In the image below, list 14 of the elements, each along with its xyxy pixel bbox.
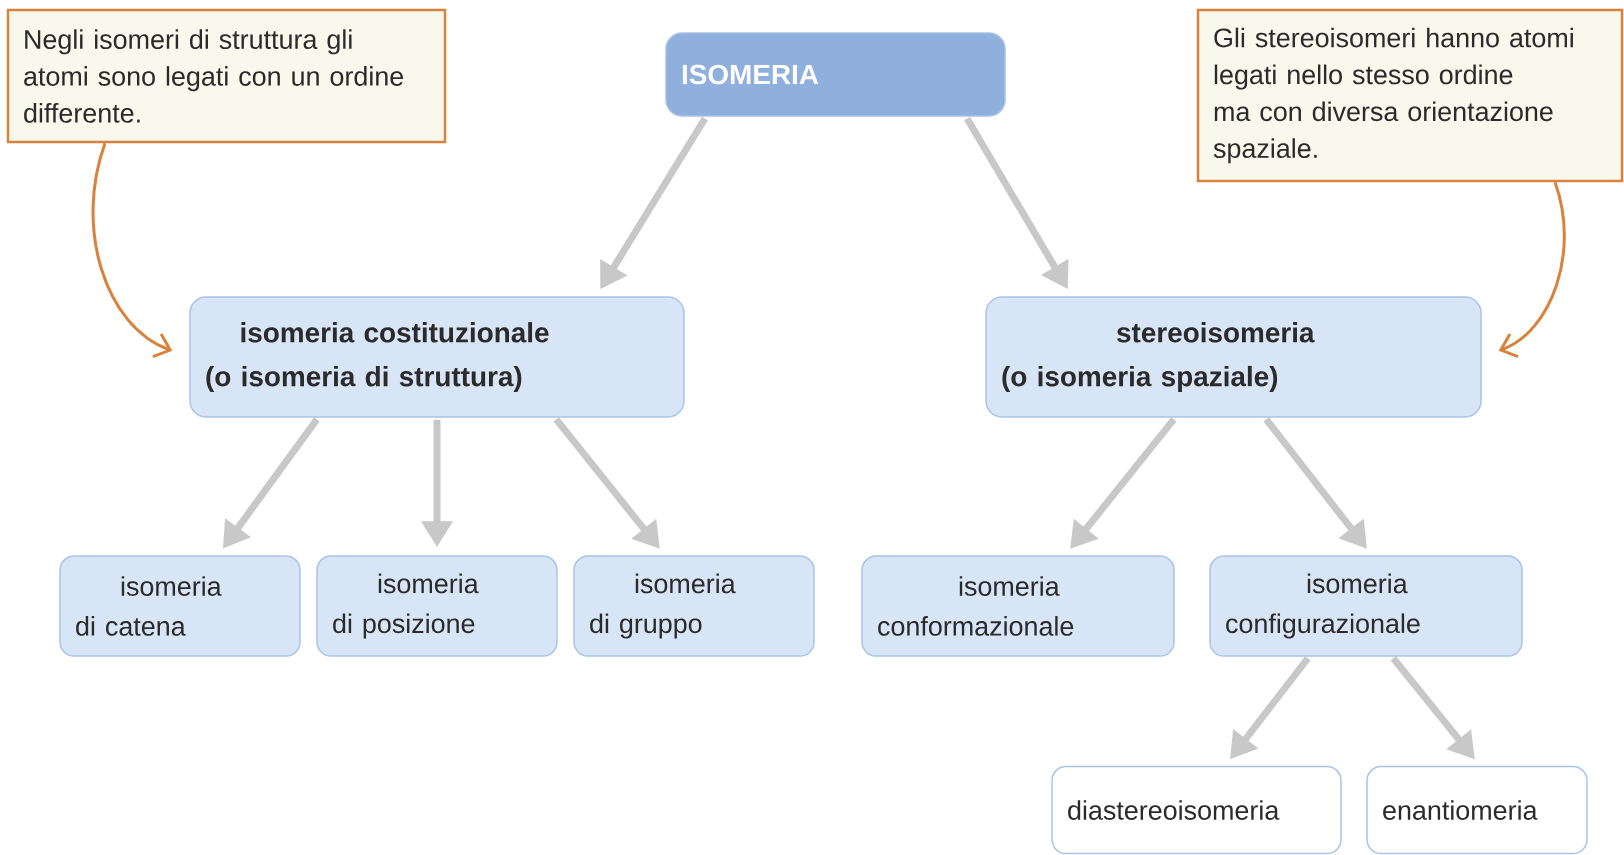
category-box: stereoisomeria (o isomeria spaziale) [985, 296, 1482, 418]
category-box: isomeria costituzionale (o isomeria di struttura) [189, 296, 685, 418]
callout-box: Negli isomeri di struttura gli atomi sono legati con un ordine differente. [6, 8, 447, 144]
type-box: isomeria di catena [59, 555, 301, 657]
callout-arrow [91, 142, 173, 358]
type-box: isomeria di posizione [316, 555, 558, 657]
subtype-box: diastereoisomeria [1051, 765, 1342, 855]
subtype-box: enantiomeria [1366, 765, 1588, 855]
title-box: ISOMERIA [665, 32, 1006, 117]
callout-box: Gli stereoisomeri hanno atomi legati nello stesso ordine ma con diversa orientazione spaziale. [1196, 8, 1624, 183]
type-box: isomeria configurazionale [1209, 555, 1523, 657]
type-box: isomeria di gruppo [573, 555, 815, 657]
callout-arrow [1498, 181, 1566, 358]
type-box: isomeria conformazionale [861, 555, 1175, 657]
